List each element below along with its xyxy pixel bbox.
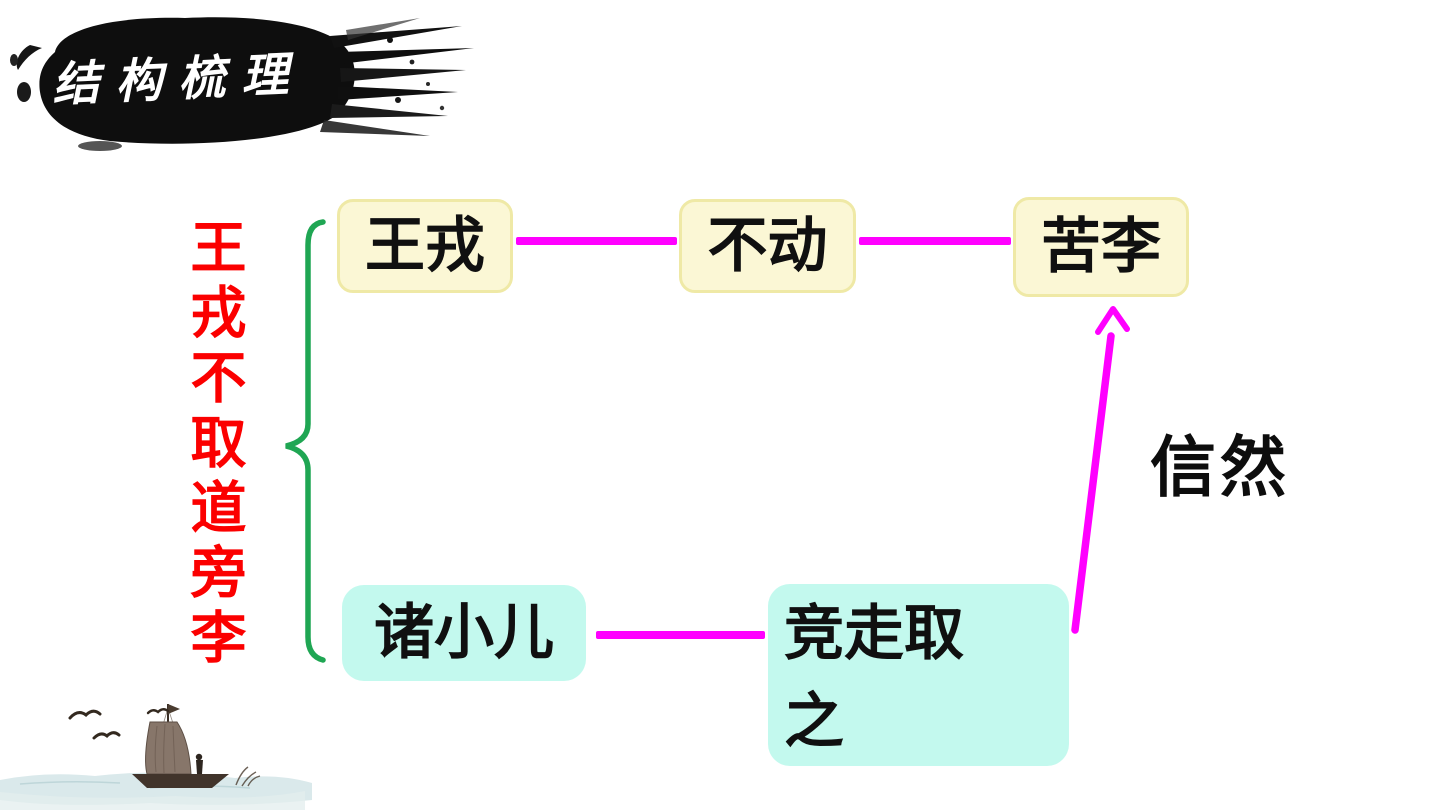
lesson-title-vertical: 王戎不取道旁李	[182, 218, 244, 673]
connector-budong-kuli	[859, 237, 1011, 245]
banner-title: 结构梳理	[51, 48, 306, 112]
node-wangrong: 王戎	[337, 199, 513, 293]
node-zhuxiaoer: 诸小儿	[342, 585, 586, 681]
node-kuli: 苦李	[1013, 197, 1189, 297]
node-kuli-label: 苦李	[1041, 214, 1161, 280]
curly-brace	[285, 219, 326, 663]
arrow-jingzou-to-kuli	[1071, 306, 1130, 634]
ink-brush-stroke	[10, 17, 474, 151]
banner: 结构梳理	[0, 0, 480, 155]
connector-wangrong-budong	[516, 237, 677, 245]
node-jingzouquzhi-label: 竞走取之	[784, 601, 964, 755]
boat-scene-decoration	[0, 704, 312, 810]
node-zhuxiaoer-label: 诸小儿	[374, 600, 554, 666]
node-jingzouquzhi: 竞走取之	[768, 584, 1069, 766]
connector-zhuxiaoer-jingzou	[596, 631, 765, 639]
node-budong-label: 不动	[707, 213, 828, 279]
node-wangrong-label: 王戎	[365, 213, 485, 279]
arrow-label: 信然	[1150, 432, 1290, 505]
node-budong: 不动	[679, 199, 856, 293]
